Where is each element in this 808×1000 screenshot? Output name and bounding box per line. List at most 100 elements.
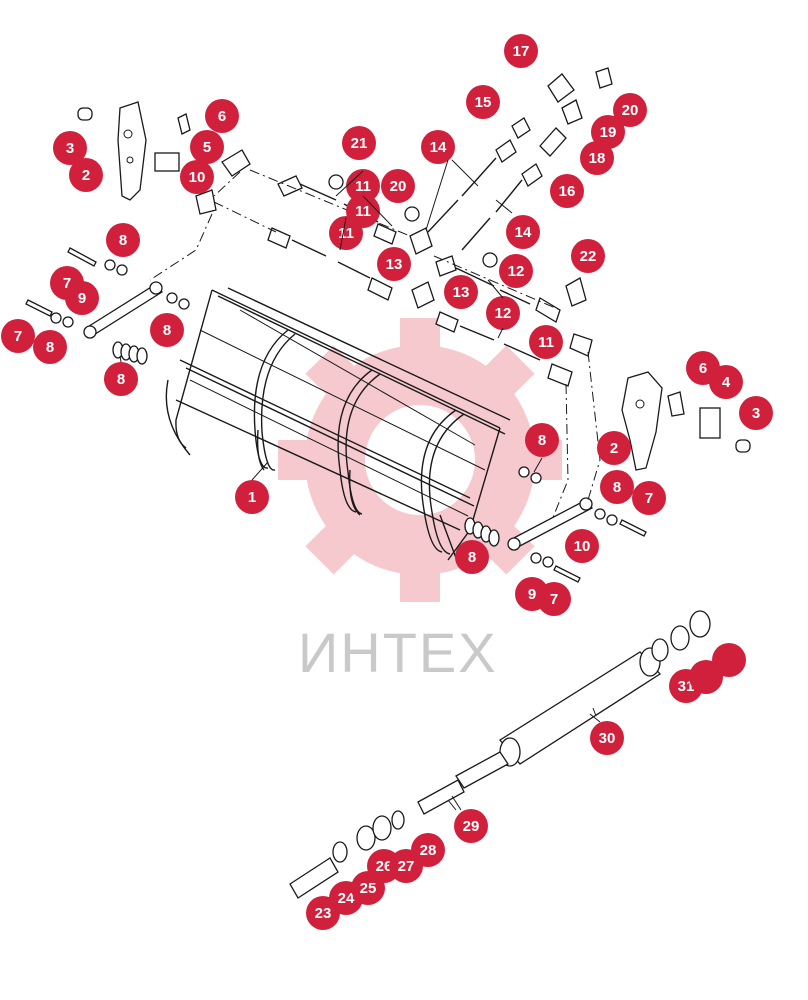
callout-label: 10 (574, 538, 591, 555)
callout[interactable] (712, 643, 746, 677)
callout-label: 11 (355, 178, 371, 195)
callout-label: 8 (538, 432, 546, 449)
shaft-assembly (289, 610, 711, 899)
callout-label: 11 (355, 203, 371, 220)
callout[interactable]: 19 (591, 115, 625, 149)
callout-label: 10 (189, 169, 206, 186)
callout-label: 8 (119, 232, 127, 249)
callout-label: 12 (508, 263, 525, 280)
callout[interactable]: 29 (454, 809, 488, 843)
callout[interactable]: 11 (329, 216, 363, 250)
callout-label: 3 (66, 140, 74, 157)
callout[interactable]: 14 (506, 215, 540, 249)
callout[interactable]: 14 (421, 130, 455, 164)
callout[interactable]: 2 (69, 158, 103, 192)
callout-label: 4 (722, 374, 731, 391)
callout-label: 7 (63, 275, 71, 292)
callout-label: 8 (613, 479, 621, 496)
callout[interactable]: 8 (525, 423, 559, 457)
callout[interactable]: 8 (104, 362, 138, 396)
callout[interactable]: 3 (739, 396, 773, 430)
callout[interactable]: 21 (342, 126, 376, 160)
callout[interactable]: 13 (377, 247, 411, 281)
callout-label: 8 (46, 339, 54, 356)
callout-label: 28 (420, 842, 437, 859)
callout[interactable]: 16 (550, 174, 584, 208)
cylinder-left (25, 247, 190, 365)
callout[interactable]: 20 (381, 169, 415, 203)
callout[interactable]: 10 (180, 160, 214, 194)
callout-label: 2 (82, 167, 90, 184)
callout-label: 14 (430, 139, 447, 156)
callouts: 1 2 2 3 3 4 5 6 6 7 7 7 7 8 8 8 8 8 8 8 … (1, 34, 773, 930)
callout[interactable]: 18 (580, 141, 614, 175)
callout-label: 14 (515, 224, 532, 241)
callout[interactable]: 28 (411, 833, 445, 867)
callout-label: 1 (248, 489, 256, 506)
callout-label: 8 (163, 322, 171, 339)
callout-label: 7 (550, 591, 558, 608)
callout-label: 8 (117, 371, 125, 388)
callout-label: 8 (468, 549, 476, 566)
callout[interactable]: 7 (632, 481, 666, 515)
callout[interactable]: 6 (205, 99, 239, 133)
callout[interactable]: 9 (65, 281, 99, 315)
callout-label: 6 (218, 108, 226, 125)
callout-label: 17 (513, 43, 530, 60)
callout-label: 12 (495, 305, 512, 322)
callout-label: 9 (78, 290, 86, 307)
callout[interactable]: 30 (590, 721, 624, 755)
callout-label: 13 (453, 284, 470, 301)
callout-label: 7 (645, 490, 653, 507)
callout-label: 16 (559, 183, 576, 200)
callout-label: 3 (752, 405, 760, 422)
callout[interactable]: 13 (444, 275, 478, 309)
grapple-frame (165, 287, 511, 563)
callout-label: 20 (390, 178, 407, 195)
callout-label: 26 (376, 858, 393, 875)
hydraulic-hoses (149, 67, 613, 521)
cylinder-right (464, 466, 647, 583)
callout[interactable]: 1 (235, 480, 269, 514)
callout[interactable]: 8 (150, 313, 184, 347)
callout[interactable]: 9 (515, 577, 549, 611)
callout[interactable]: 6 (686, 351, 720, 385)
callout-label: 7 (14, 328, 22, 345)
watermark-text: ИНТЕХ (298, 621, 498, 684)
callout[interactable]: 12 (499, 254, 533, 288)
callout-label: 21 (351, 135, 368, 152)
callout[interactable]: 15 (466, 85, 500, 119)
callout-label: 23 (315, 905, 332, 922)
callout-label: 11 (538, 334, 554, 351)
callout[interactable]: 20 (613, 93, 647, 127)
callout-label: 30 (599, 730, 616, 747)
callout-label: 6 (699, 360, 707, 377)
callout[interactable]: 2 (597, 431, 631, 465)
callout[interactable]: 8 (106, 223, 140, 257)
callout-label: 9 (528, 586, 536, 603)
callout-label: 22 (580, 248, 597, 265)
callout[interactable]: 8 (33, 330, 67, 364)
leader-lines (119, 159, 597, 811)
callout-label: 20 (622, 102, 639, 119)
callout-label: 2 (610, 440, 618, 457)
callout[interactable]: 17 (504, 34, 538, 68)
callout[interactable]: 8 (455, 540, 489, 574)
callout[interactable]: 11 (529, 325, 563, 359)
callout-label: 29 (463, 818, 480, 835)
callout[interactable]: 8 (600, 470, 634, 504)
callout-label: 5 (203, 139, 211, 156)
callout[interactable]: 22 (571, 239, 605, 273)
bracket-right (621, 371, 751, 471)
callout-label: 15 (475, 94, 492, 111)
callout-label: 25 (360, 880, 377, 897)
callout[interactable]: 11 (346, 169, 380, 203)
callout[interactable]: 10 (565, 529, 599, 563)
callout[interactable]: 7 (1, 319, 35, 353)
watermark-gear-icon (278, 318, 562, 602)
callout[interactable]: 5 (190, 130, 224, 164)
callout[interactable]: 3 (53, 131, 87, 165)
callout-label: 13 (386, 256, 403, 273)
callout[interactable]: 12 (486, 296, 520, 330)
